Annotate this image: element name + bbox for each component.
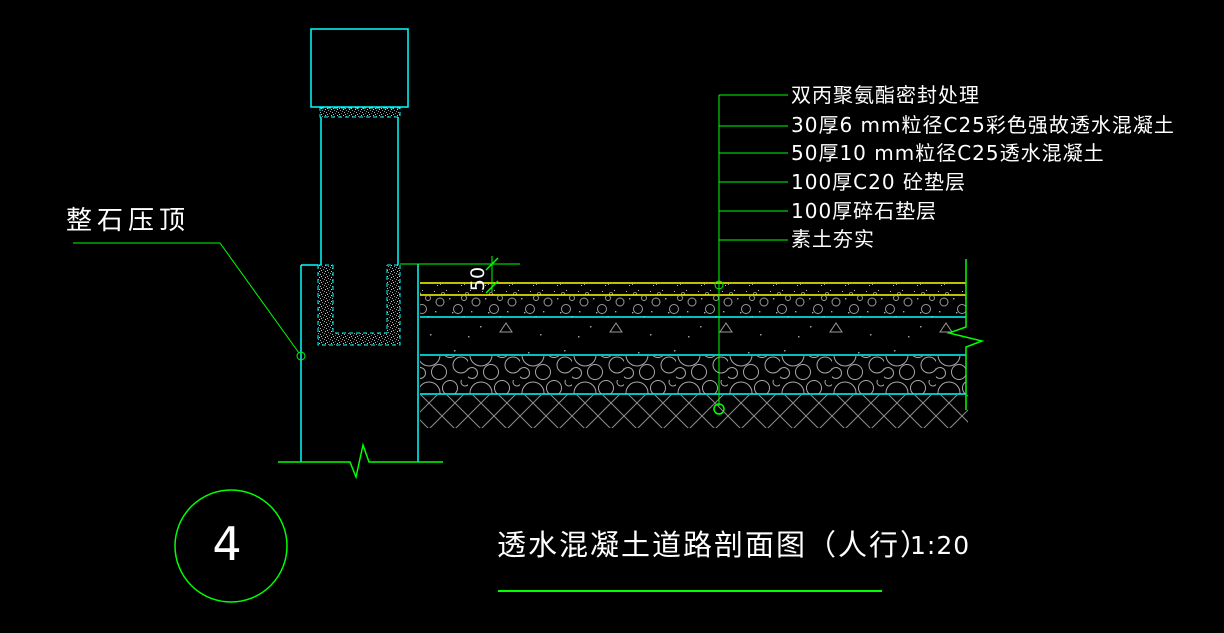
mortar-bed-u-channel <box>317 264 401 346</box>
detail-number: 4 <box>212 517 242 571</box>
dimension-50 <box>400 256 520 294</box>
callout-label-sealant: 双丙聚氨酯密封处理 <box>791 83 980 107</box>
pavement-layer-permeable-concrete <box>420 296 966 318</box>
callout-label-compacted-soil: 素土夯实 <box>791 227 875 251</box>
left-callout-leader <box>73 242 306 361</box>
callout-label-colored-concrete: 30厚6 mm粒径C25彩色强故透水混凝土 <box>791 113 1175 137</box>
compacted-soil-hatch <box>420 395 968 428</box>
right-break-line <box>946 259 985 410</box>
left-callout-label: 整石压顶 <box>66 206 191 236</box>
mortar-joint-band <box>319 107 401 118</box>
curb-column-walls <box>320 117 399 265</box>
bottom-break-line <box>278 442 443 480</box>
pavement-layer-crushed-stone <box>420 356 966 395</box>
detail-number-circle <box>174 489 288 603</box>
callout-label-c20-bedding: 100厚C20 砼垫层 <box>791 170 966 194</box>
pavement-layer-colored-permeable <box>420 282 966 296</box>
callout-label-crushed-stone: 100厚碎石垫层 <box>791 199 938 223</box>
foundation-edges <box>300 264 419 462</box>
pavement-layer-c20-bedding <box>420 318 966 356</box>
drawing-title: 透水混凝土道路剖面图（人行） <box>497 528 932 562</box>
callout-leader-tree <box>713 94 788 415</box>
callout-label-permeable-concrete: 50厚10 mm粒径C25透水混凝土 <box>791 141 1105 165</box>
drawing-scale: 1:20 <box>910 531 971 560</box>
dimension-text: 50 <box>467 266 489 292</box>
coping-cap <box>310 28 409 108</box>
